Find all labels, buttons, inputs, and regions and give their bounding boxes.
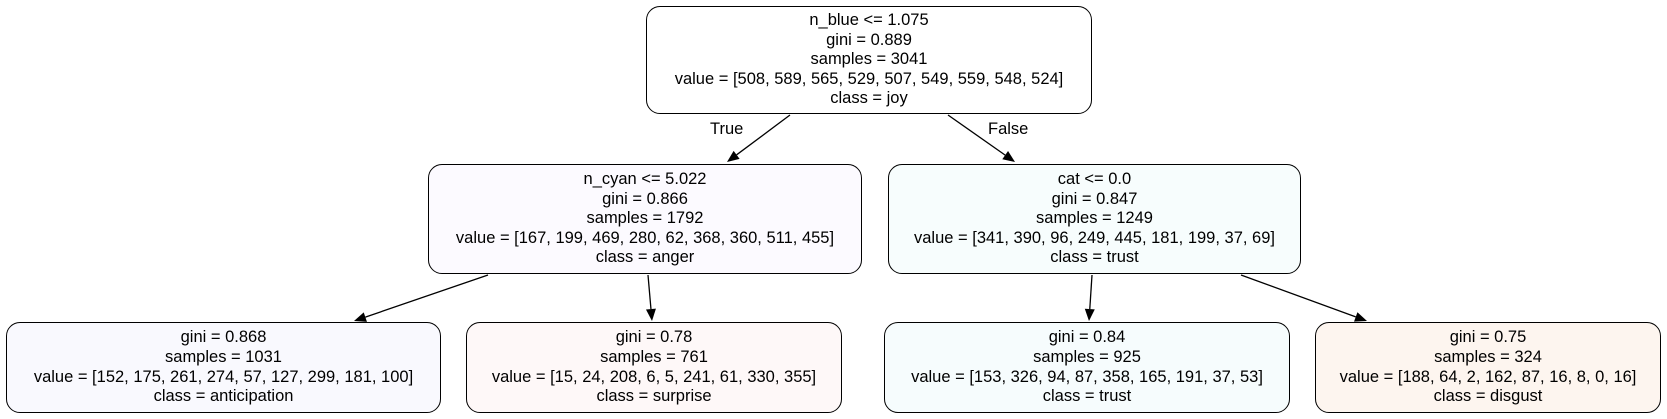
node-value: value = [153, 326, 94, 87, 358, 165, 191… — [911, 367, 1263, 386]
edge-arrowhead-root-left — [727, 150, 740, 162]
node-samples: samples = 1792 — [586, 209, 704, 228]
node-value: value = [508, 589, 565, 529, 507, 549, 5… — [674, 69, 1064, 88]
node-samples: samples = 1031 — [165, 347, 282, 366]
tree-node-root: n_blue <= 1.075 gini = 0.889 samples = 3… — [646, 6, 1092, 114]
edge-arrowhead-left-lr — [645, 308, 656, 321]
edge-root-left — [736, 114, 791, 156]
node-gini: gini = 0.868 — [180, 328, 267, 347]
node-samples: samples = 324 — [1434, 347, 1542, 366]
node-class: class = anger — [595, 248, 695, 267]
node-gini: gini = 0.84 — [1048, 328, 1126, 347]
tree-leaf-right-left: gini = 0.84 samples = 925 value = [153, … — [884, 322, 1290, 413]
tree-node-left: n_cyan <= 5.022 gini = 0.866 samples = 1… — [428, 164, 862, 274]
node-value: value = [152, 175, 261, 274, 57, 127, 29… — [33, 367, 414, 386]
node-gini: gini = 0.75 — [1449, 328, 1527, 347]
node-split-condition: n_cyan <= 5.022 — [583, 170, 707, 189]
edge-arrowhead-right-rr — [1354, 312, 1367, 322]
node-value: value = [341, 390, 96, 249, 445, 181, 19… — [913, 228, 1275, 247]
edge-arrowhead-root-right — [1002, 151, 1015, 162]
tree-leaf-left-right: gini = 0.78 samples = 761 value = [15, 2… — [466, 322, 842, 413]
edge-label-true: True — [710, 120, 744, 138]
edge-right-rl — [1089, 274, 1093, 310]
node-class: class = disgust — [1433, 387, 1543, 406]
node-gini: gini = 0.847 — [1051, 189, 1138, 208]
node-value: value = [15, 24, 208, 6, 5, 241, 61, 330… — [491, 367, 817, 386]
node-samples: samples = 925 — [1033, 347, 1141, 366]
node-class: class = anticipation — [153, 387, 294, 406]
edge-root-right — [947, 114, 1006, 156]
node-value: value = [167, 199, 469, 280, 62, 368, 36… — [455, 228, 835, 247]
edge-right-rr — [1240, 274, 1356, 318]
edge-arrowhead-left-ll — [354, 312, 367, 322]
node-samples: samples = 3041 — [810, 50, 928, 69]
node-split-condition: cat <= 0.0 — [1057, 170, 1132, 189]
node-samples: samples = 761 — [600, 347, 708, 366]
node-gini: gini = 0.866 — [602, 189, 688, 208]
node-value: value = [188, 64, 2, 162, 87, 16, 8, 0, … — [1339, 367, 1637, 386]
tree-node-right: cat <= 0.0 gini = 0.847 samples = 1249 v… — [888, 164, 1301, 274]
edge-arrowhead-right-rl — [1084, 308, 1095, 321]
node-class: class = trust — [1050, 248, 1139, 267]
tree-leaf-left-left: gini = 0.868 samples = 1031 value = [152… — [6, 322, 441, 413]
tree-leaf-right-right: gini = 0.75 samples = 324 value = [188, … — [1315, 322, 1661, 413]
edge-label-false: False — [988, 120, 1029, 138]
node-gini: gini = 0.889 — [826, 30, 912, 49]
edge-left-lr — [647, 274, 652, 310]
node-gini: gini = 0.78 — [615, 328, 693, 347]
node-split-condition: n_blue <= 1.075 — [809, 11, 929, 30]
node-class: class = surprise — [596, 387, 712, 406]
edge-left-ll — [365, 274, 489, 318]
node-samples: samples = 1249 — [1036, 209, 1153, 228]
node-class: class = joy — [830, 89, 908, 108]
node-class: class = trust — [1042, 387, 1132, 406]
